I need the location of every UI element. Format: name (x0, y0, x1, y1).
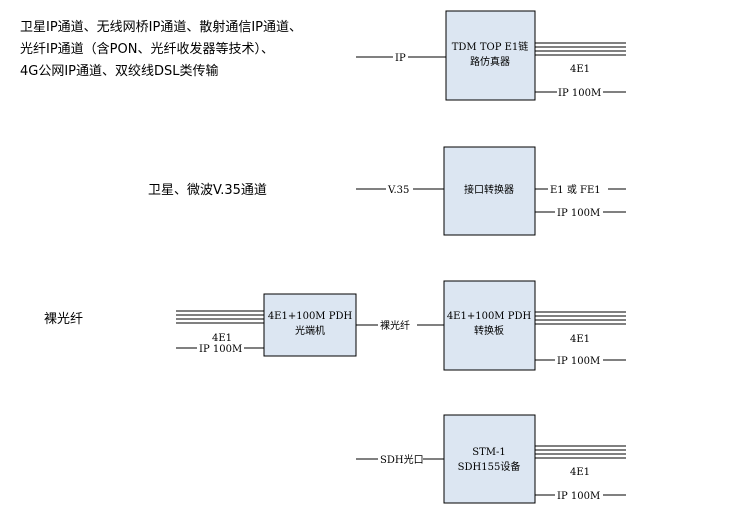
interface-converter-box (443, 146, 536, 236)
e1-bundle-label-row1: 4E1 (570, 64, 590, 75)
ip100m-label-row1: IP 100M (558, 88, 601, 99)
ip100m-label-row4: IP 100M (557, 491, 600, 502)
ip100m-label-left-row3: IP 100M (199, 344, 242, 355)
row2-description: 卫星、微波V.35通道 (148, 183, 267, 198)
sdh155-label-line1: STM-1 (472, 447, 506, 458)
sdh155-label-line2: SDH155设备 (458, 460, 521, 473)
e1-bundle-label-left-row3: 4E1 (212, 333, 232, 344)
pdh-converter-board-label-line1: 4E1+100M PDH (447, 311, 532, 322)
bare-fiber-label: 裸光纤 (380, 319, 410, 332)
e1-bundle-lines-left-row3 (176, 310, 264, 324)
tdm-emulator-label-line2: 路仿真器 (470, 55, 510, 68)
e1-bundle-label-row4: 4E1 (570, 467, 590, 478)
tdm-emulator-label-line1: TDM TOP E1链 (452, 40, 529, 53)
pdh-optical-terminal-box (263, 293, 357, 357)
e1-bundle-lines-row4 (535, 445, 626, 459)
sdh-optical-port-label: SDH光口 (380, 453, 424, 466)
sdh155-device-box (443, 414, 536, 504)
e1-bundle-lines-row3 (535, 311, 626, 325)
e1-bundle-lines-row1 (535, 42, 626, 56)
ip100m-label-row2: IP 100M (557, 208, 600, 219)
row1-description-line2: 光纤IP通道（含PON、光纤收发器等技术）、 (20, 41, 274, 57)
pdh-optical-terminal-label-line2: 光端机 (295, 324, 325, 337)
v35-label: V.35 (387, 185, 409, 196)
ip100m-label-row3: IP 100M (557, 356, 600, 367)
row1-description-line3: 4G公网IP通道、双绞线DSL类传输 (20, 63, 219, 79)
e1-or-fe1-label: E1 或 FE1 (550, 184, 601, 196)
tdm-e1-emulator-box (445, 10, 536, 101)
row3-description: 裸光纤 (44, 312, 83, 327)
pdh-optical-terminal-label-line1: 4E1+100M PDH (268, 311, 353, 322)
pdh-converter-board-box (443, 280, 536, 371)
ip-label: IP (395, 53, 406, 64)
interface-converter-label: 接口转换器 (464, 183, 514, 196)
e1-bundle-label-row3: 4E1 (570, 334, 590, 345)
pdh-converter-board-label-line2: 转换板 (474, 324, 504, 337)
row1-description-line1: 卫星IP通道、无线网桥IP通道、散射通信IP通道、 (20, 19, 302, 35)
